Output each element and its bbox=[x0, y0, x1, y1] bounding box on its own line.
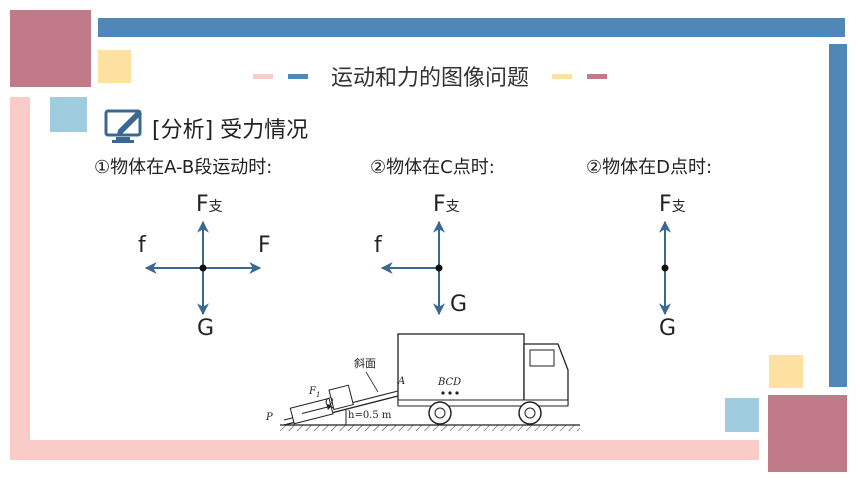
center-point bbox=[661, 264, 669, 272]
support-force-label: F支 bbox=[196, 192, 223, 217]
lightblue-square-bottom-right bbox=[725, 398, 759, 432]
friction-label: f bbox=[138, 233, 146, 258]
rose-square-bottom-right bbox=[768, 395, 847, 472]
section-heading: [分析] 受力情况 bbox=[152, 118, 309, 143]
truck-chassis bbox=[397, 399, 569, 407]
title-dash bbox=[587, 73, 607, 79]
support-force-letter: F bbox=[659, 192, 672, 217]
point-a-label: A bbox=[398, 376, 406, 387]
yellow-square-top bbox=[98, 50, 131, 83]
force-diagram-ab bbox=[144, 220, 262, 316]
gravity-label: G bbox=[659, 316, 677, 341]
title-dash bbox=[252, 73, 273, 79]
height-label: h=0.5 m bbox=[348, 410, 392, 421]
support-force-subscript: 支 bbox=[671, 199, 686, 215]
force-f1-letter: F bbox=[309, 386, 316, 397]
rose-square-top-left bbox=[10, 10, 91, 87]
page-title: 运动和力的图像问题 bbox=[330, 66, 529, 91]
page-title-row: 运动和力的图像问题 bbox=[0, 60, 860, 92]
gravity-label: G bbox=[450, 292, 468, 317]
support-force-label: F支 bbox=[433, 192, 460, 217]
case-label-d: ②物体在D点时: bbox=[586, 157, 713, 178]
support-force-subscript: 支 bbox=[208, 199, 223, 215]
blue-bar-top bbox=[98, 18, 845, 37]
support-force-subscript: 支 bbox=[445, 199, 460, 215]
point-p-label: P bbox=[266, 412, 273, 423]
friction-label: f bbox=[374, 233, 382, 258]
force-f1-label: F1 bbox=[309, 386, 320, 399]
title-dash bbox=[552, 73, 572, 79]
f1-arrow bbox=[301, 406, 328, 415]
lightblue-square-left bbox=[50, 97, 87, 132]
box-q bbox=[328, 384, 354, 411]
force-diagram-d bbox=[659, 220, 671, 316]
pull-force-label: F bbox=[258, 233, 271, 258]
yellow-square-bottom-right bbox=[769, 355, 803, 388]
computer-pen-icon bbox=[104, 109, 142, 143]
truck-cargo bbox=[397, 333, 525, 405]
slope-label: 斜面 bbox=[354, 357, 376, 370]
force-f1-subscript: 1 bbox=[315, 391, 321, 399]
gravity-label: G bbox=[197, 316, 215, 341]
pink-bar-bottom bbox=[10, 440, 759, 460]
truck-incline-illustration bbox=[280, 333, 580, 431]
title-dash bbox=[287, 73, 308, 79]
blue-bar-right bbox=[829, 44, 847, 387]
support-force-label: F支 bbox=[659, 192, 686, 217]
force-diagram-c bbox=[380, 220, 445, 316]
center-point bbox=[435, 264, 443, 272]
ground-hatch bbox=[280, 425, 580, 431]
support-force-letter: F bbox=[196, 192, 209, 217]
case-label-c: ②物体在C点时: bbox=[370, 157, 495, 178]
support-force-letter: F bbox=[433, 192, 446, 217]
center-point bbox=[199, 264, 207, 272]
case-label-ab: ①物体在A-B段运动时: bbox=[94, 157, 273, 178]
points-bcd-label: BCD bbox=[438, 377, 462, 388]
truck-window bbox=[529, 349, 555, 367]
point-q-label: Q bbox=[325, 397, 334, 408]
pink-bar-left bbox=[10, 97, 30, 440]
